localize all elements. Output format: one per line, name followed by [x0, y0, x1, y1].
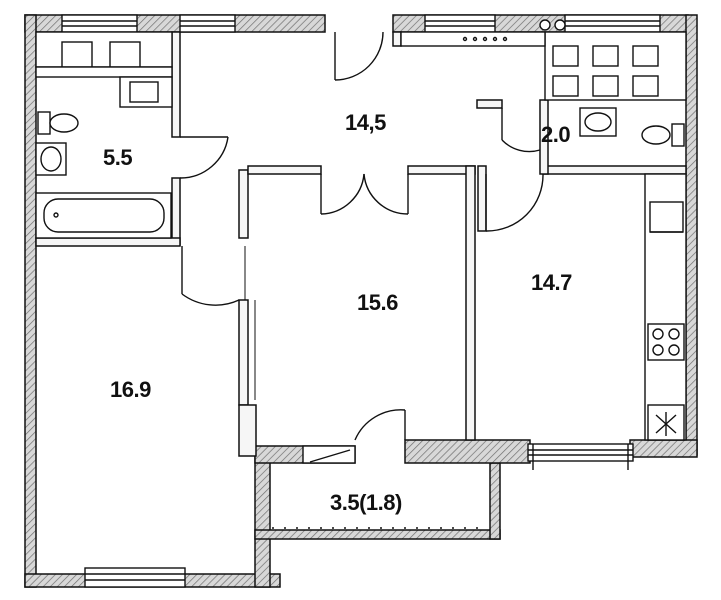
kitchen-cabinets-top [544, 31, 687, 101]
bathtub-icon [35, 192, 172, 239]
room-area-living-room: 15.6 [357, 290, 398, 315]
room-area-bathroom: 5.5 [103, 145, 132, 170]
interior-walls [35, 31, 687, 457]
hall-shelf [400, 19, 566, 47]
entrance-door [334, 31, 384, 81]
wall-balcony-left [254, 455, 271, 588]
wardrobe-top-left [35, 31, 173, 108]
wall-kitchen-bottom [629, 439, 698, 458]
wall-left [24, 14, 37, 588]
doors [179, 31, 544, 441]
wall-living-bottom-right [404, 439, 531, 464]
window-top-right [424, 14, 496, 33]
living-room-double-door [320, 173, 409, 215]
exterior-walls [24, 14, 698, 588]
window-bedroom [84, 567, 186, 588]
bathroom-door [179, 136, 229, 179]
balcony-door [354, 409, 406, 441]
fridge-icon [647, 404, 685, 441]
window-kitchen [527, 443, 634, 470]
room-area-hall: 14,5 [345, 110, 386, 135]
window-balcony-door [302, 445, 356, 464]
wall-right [685, 14, 698, 456]
fixtures [35, 19, 687, 529]
wall-balcony-right [489, 462, 501, 540]
room-area-kitchen: 14.7 [531, 270, 572, 295]
room-labels: 14,5 5.5 2.0 15.6 14.7 16.9 3.5(1.8) [103, 110, 573, 515]
wc-door [501, 108, 541, 153]
bedroom-door [181, 246, 240, 306]
sink-bathroom-icon [35, 142, 67, 176]
sink-wc-icon [579, 107, 617, 137]
toilet-bathroom-icon [37, 111, 79, 135]
window-top-left [61, 14, 138, 33]
wall-balcony-bottom [254, 529, 501, 540]
window-top-middle [179, 14, 236, 33]
stove-icon [647, 323, 685, 361]
kitchen-door [485, 173, 544, 232]
room-area-balcony: 3.5(1.8) [330, 490, 402, 515]
room-area-wc: 2.0 [541, 122, 570, 147]
toilet-wc-icon [641, 123, 685, 147]
window-top-far-right [564, 14, 661, 33]
kitchen-counter [644, 173, 687, 441]
room-area-bedroom: 16.9 [110, 377, 151, 402]
